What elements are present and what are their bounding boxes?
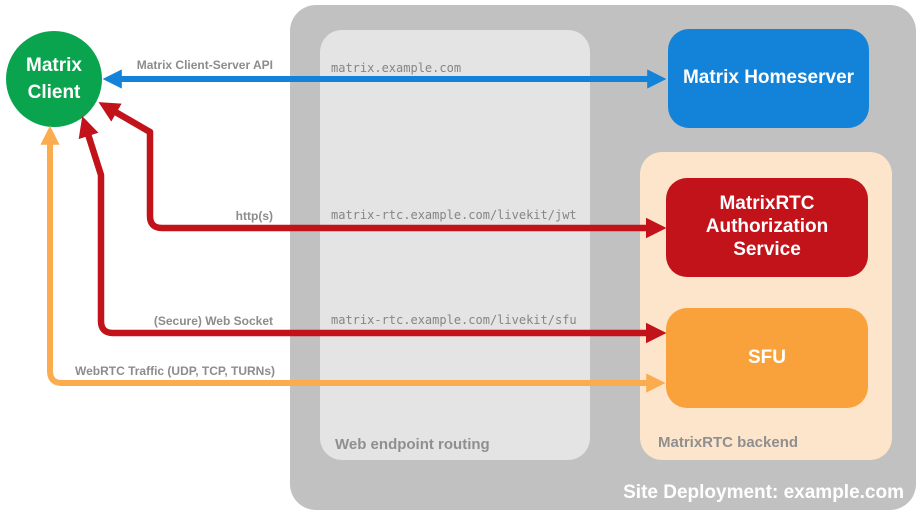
matrix-homeserver-node: Matrix Homeserver <box>668 29 869 128</box>
https-label: http(s) <box>235 209 273 223</box>
client-server-api-label: Matrix Client-Server API <box>136 58 273 72</box>
site-deployment-label: Site Deployment: example.com <box>623 482 904 503</box>
endpoint-livekit-jwt: matrix-rtc.example.com/livekit/jwt <box>331 208 577 222</box>
matrixrtc-authorization-service-node: MatrixRTC Authorization Service <box>666 178 868 277</box>
websocket-label: (Secure) Web Socket <box>153 314 273 328</box>
matrixrtc-backend-label: MatrixRTC backend <box>658 434 799 451</box>
webrtc-traffic-label: WebRTC Traffic (UDP, TCP, TURNs) <box>74 364 275 378</box>
sfu-node: SFU <box>666 308 868 408</box>
web-endpoint-routing-label: Web endpoint routing <box>335 436 490 453</box>
endpoint-matrix-example-com: matrix.example.com <box>331 61 462 75</box>
endpoint-livekit-sfu: matrix-rtc.example.com/livekit/sfu <box>331 313 577 327</box>
matrix-client-node: Matrix Client <box>6 31 102 127</box>
web-endpoint-routing-container: Web endpoint routing <box>320 30 590 460</box>
